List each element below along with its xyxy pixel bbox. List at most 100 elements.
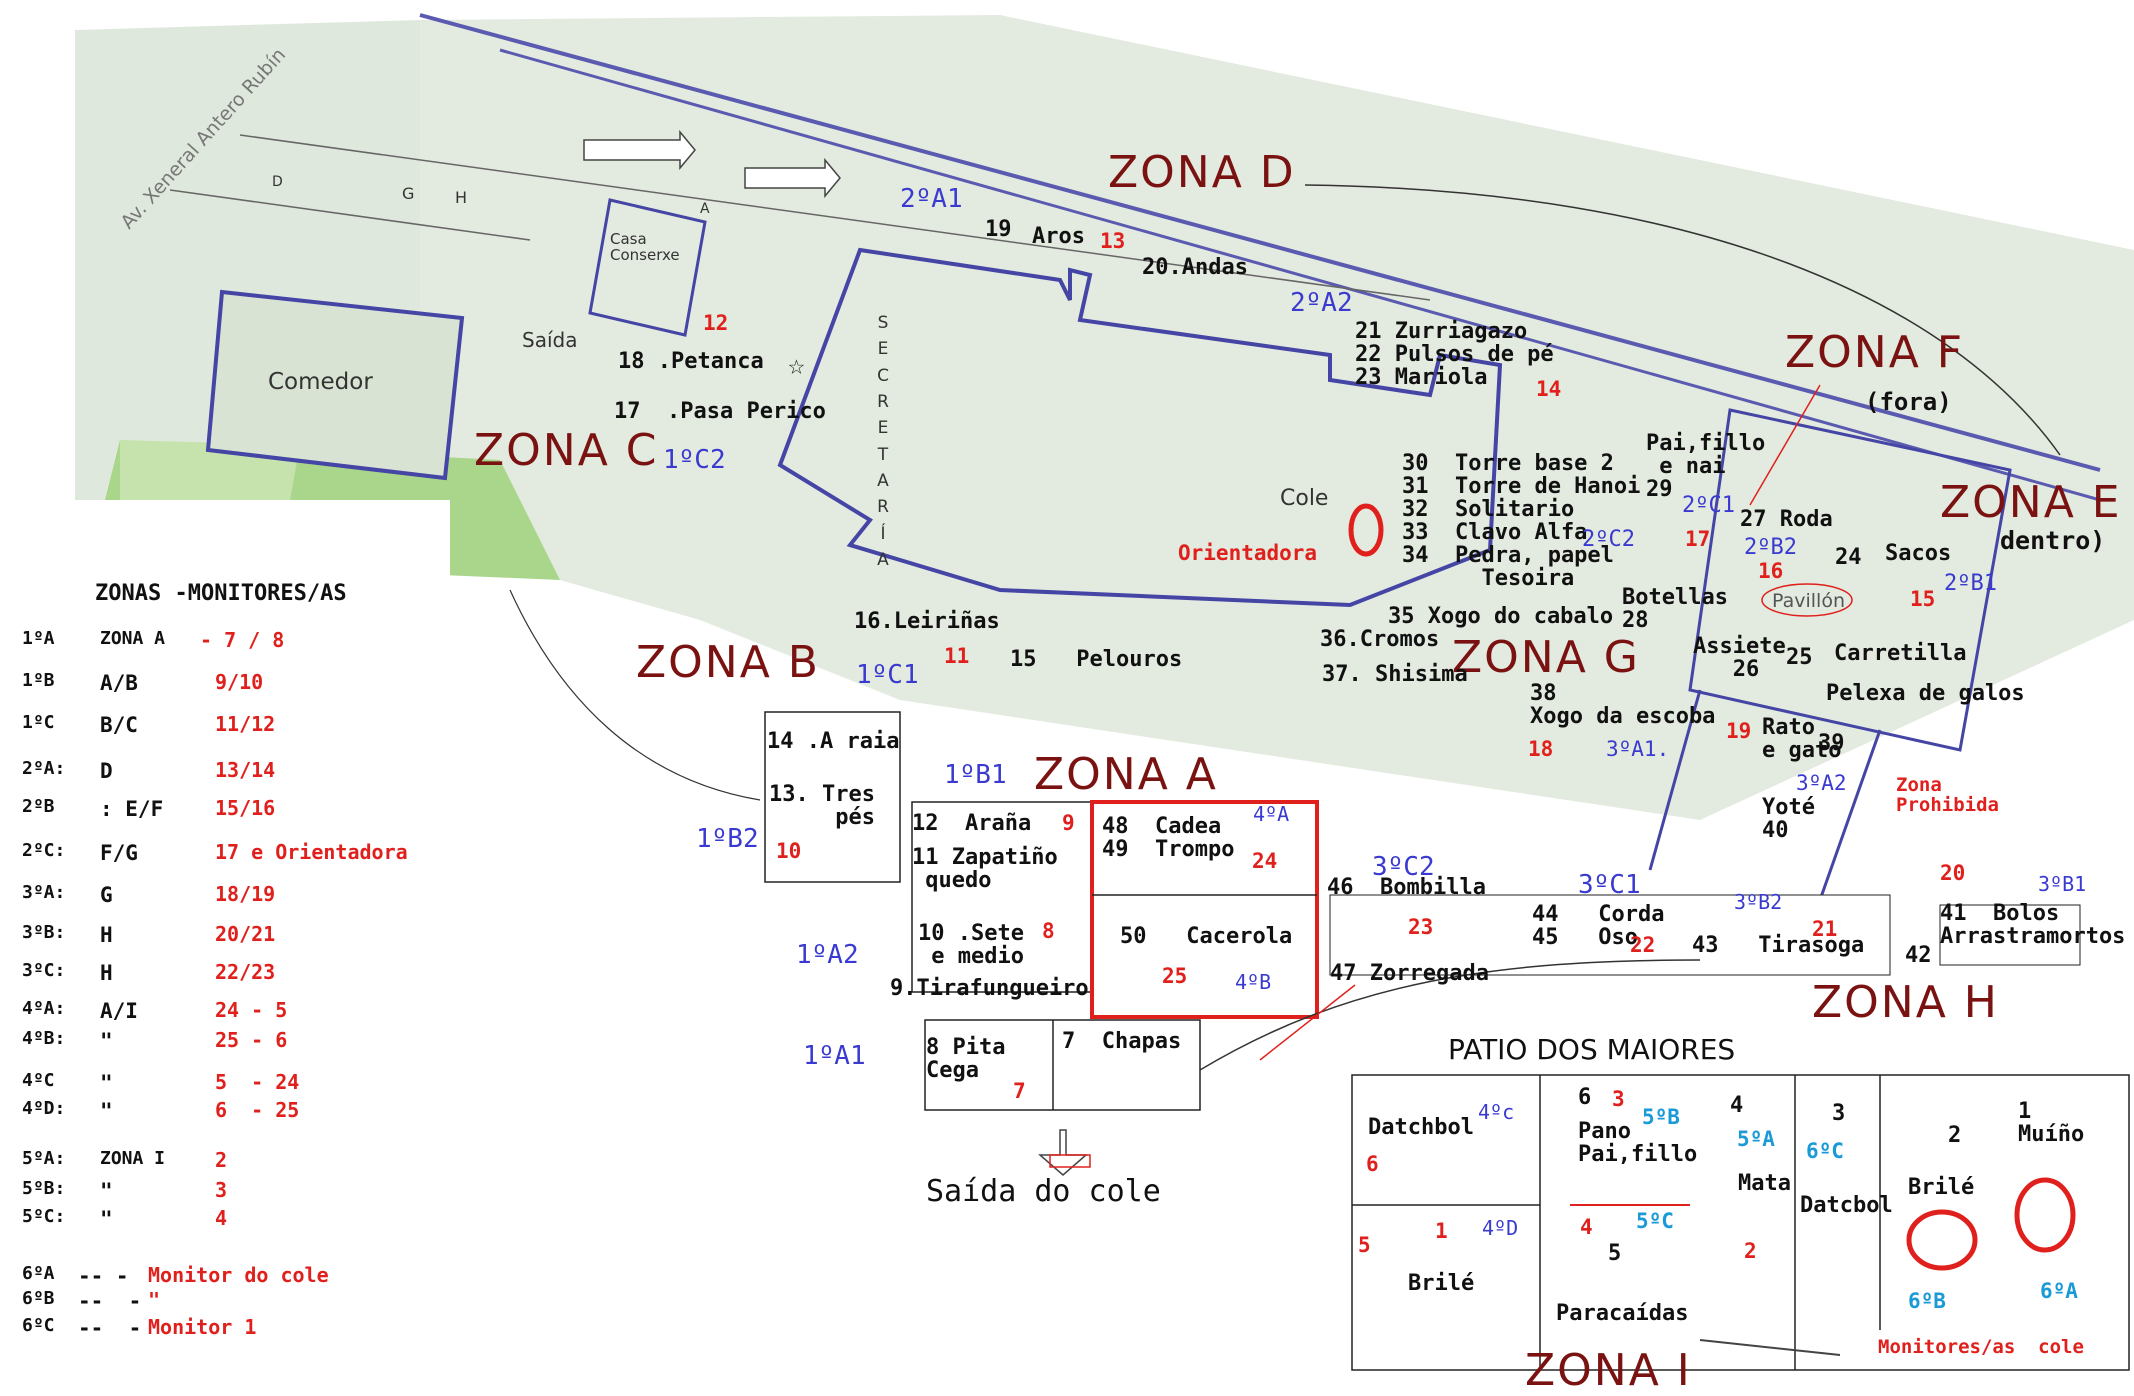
zona-prohibida-label: Zona Prohibida bbox=[1896, 774, 1999, 816]
legend-zona: " bbox=[100, 1179, 113, 1203]
legend-zona: F/G bbox=[100, 841, 138, 865]
group-3c1: 3ºC1 bbox=[1578, 870, 1641, 900]
legend-monitores: 22/23 bbox=[215, 960, 276, 984]
game-21-23-label: 21 Zurriagazo 22 Pulsos de pé 23 Mariola bbox=[1355, 319, 1554, 391]
monitor-21: 21 bbox=[1812, 917, 1838, 941]
game-48-49-label: 48 Cadea 49 Trompo bbox=[1102, 814, 1235, 863]
legend-monitores: 3 bbox=[215, 1178, 228, 1202]
legend-curso: 6ºB bbox=[22, 1288, 55, 1309]
a-mark: A bbox=[700, 201, 710, 217]
group-5b: 5ºB bbox=[1642, 1105, 1680, 1129]
legend-curso: 1ºA bbox=[22, 628, 55, 649]
game-44-45-label: 44 Corda 45 Oso bbox=[1532, 902, 1665, 951]
game-rato-label: Rato e gato bbox=[1762, 715, 1842, 764]
legend-curso: 2ºC: bbox=[22, 840, 66, 861]
legend-monitores: 2 bbox=[215, 1148, 228, 1172]
monitor-4: 4 bbox=[1580, 1215, 1593, 1239]
monitor-25: 25 bbox=[1162, 964, 1188, 988]
zona-c-label: ZONA C bbox=[474, 425, 659, 476]
group-1a2: 1ºA2 bbox=[796, 940, 859, 970]
group-6b: 6ºB bbox=[1908, 1289, 1946, 1313]
saida-label: Saída bbox=[522, 328, 578, 352]
monitores-cole-label: Monitores/as cole bbox=[1878, 1336, 2084, 1358]
game-6-number: 6 bbox=[1578, 1085, 1592, 1110]
legend-monitores: " bbox=[148, 1288, 161, 1312]
monitor-19: 19 bbox=[1726, 719, 1752, 743]
h-mark: H bbox=[455, 188, 468, 207]
legend-curso: 4ºC bbox=[22, 1070, 55, 1091]
game-datchbol-label: Datchbol bbox=[1368, 1115, 1474, 1140]
monitor-8: 8 bbox=[1042, 919, 1055, 943]
game-19-number: 19 bbox=[985, 217, 1012, 242]
monitor-12: 12 bbox=[703, 311, 729, 335]
group-2b2: 2ºB2 bbox=[1744, 535, 1797, 560]
comedor-label: Comedor bbox=[268, 369, 373, 395]
game-47-label: 47 Zorregada bbox=[1330, 961, 1489, 986]
legend-zona: " bbox=[100, 1071, 113, 1095]
monitor-16: 16 bbox=[1758, 559, 1784, 583]
legend-curso: 4ºA: bbox=[22, 998, 66, 1019]
legend-monitores: 18/19 bbox=[215, 882, 276, 906]
group-1a1: 1ºA1 bbox=[803, 1041, 866, 1071]
orientadora-label: Orientadora bbox=[1178, 541, 1318, 565]
legend-monitores: 24 - 5 bbox=[215, 998, 288, 1022]
legend-monitores: 5 - 24 bbox=[215, 1070, 300, 1094]
zona-e-note: dentro) bbox=[2000, 526, 2106, 555]
legend-zona: -- - bbox=[78, 1264, 129, 1288]
legend-curso: 5ºA: bbox=[22, 1148, 66, 1169]
zona-i-label: ZONA I bbox=[1525, 1345, 1692, 1396]
group-4c: 4ºc bbox=[1478, 1100, 1515, 1124]
game-1-label: 1 Muíño bbox=[2018, 1099, 2085, 1148]
game-yote-label: Yoté 40 bbox=[1762, 795, 1815, 844]
legend-monitores: 13/14 bbox=[215, 758, 276, 782]
legend-curso: 6ºC bbox=[22, 1315, 55, 1336]
legend-curso: 2ºA: bbox=[22, 758, 66, 779]
legend-curso: 1ºC bbox=[22, 712, 55, 733]
casa-conserxe-label: Casa Conserxe bbox=[610, 230, 680, 264]
game-26-label: Assiete 26 bbox=[1693, 634, 1786, 683]
game-14-label: 14 .A raia bbox=[767, 729, 900, 754]
group-3a2: 3ºA2 bbox=[1796, 771, 1847, 795]
group-2a2: 2ºA2 bbox=[1290, 288, 1353, 318]
zona-h-label: ZONA H bbox=[1812, 977, 1999, 1028]
legend-curso: 1ºB bbox=[22, 670, 55, 691]
game-46-label: 46 Bombilla bbox=[1327, 875, 1486, 900]
legend-zona: A/B bbox=[100, 671, 138, 695]
legend-monitores: 4 bbox=[215, 1206, 228, 1230]
secretaria-label: SECRETARÍA bbox=[877, 313, 889, 571]
cole-label: Cole bbox=[1280, 486, 1329, 511]
monitor-14: 14 bbox=[1536, 377, 1562, 401]
game-20-label: 20.Andas bbox=[1142, 255, 1248, 280]
game-datcbol-label: Datcbol bbox=[1800, 1193, 1893, 1218]
legend-header: ZONAS -MONITORES/AS bbox=[95, 581, 347, 606]
game-carretilla-label: Carretilla bbox=[1834, 641, 1967, 666]
game-paracaidas-label: Paracaídas bbox=[1556, 1301, 1689, 1326]
legend-curso: 3ºC: bbox=[22, 960, 66, 981]
monitor-10: 10 bbox=[776, 839, 802, 863]
legend-zona: " bbox=[100, 1207, 113, 1231]
monitor-24: 24 bbox=[1252, 849, 1278, 873]
legend-curso: 2ºB bbox=[22, 796, 55, 817]
game-36-label: 36.Cromos bbox=[1320, 627, 1440, 652]
legend-curso: 3ºB: bbox=[22, 922, 66, 943]
zona-e-label: ZONA E bbox=[1940, 477, 2122, 528]
patio-maiores-title: PATIO DOS MAIORES bbox=[1448, 1033, 1736, 1066]
group-4a: 4ºA bbox=[1253, 802, 1290, 826]
game-39-number: 39 bbox=[1818, 731, 1845, 756]
legend-monitores: Monitor 1 bbox=[148, 1315, 257, 1339]
monitor-23: 23 bbox=[1408, 915, 1434, 939]
game-35-label: 35 Xogo do cabalo bbox=[1388, 604, 1614, 629]
group-6c: 6ºC bbox=[1806, 1139, 1844, 1163]
legend-curso: 4ºD: bbox=[22, 1098, 66, 1119]
pavillon-label: Pavillón bbox=[1772, 590, 1845, 612]
monitor-18: 18 bbox=[1528, 737, 1554, 761]
d-mark: D bbox=[272, 174, 283, 190]
legend-zona: H bbox=[100, 961, 113, 985]
game-9-label: 9.Tirafungueiro bbox=[890, 976, 1089, 1001]
zona-g-label: ZONA G bbox=[1452, 632, 1640, 683]
group-2c2: 2ºC2 bbox=[1582, 527, 1635, 552]
game-50-label: 50 Cacerola bbox=[1120, 924, 1293, 949]
legend-monitores: - 7 / 8 bbox=[200, 628, 285, 652]
monitor-2: 2 bbox=[1744, 1239, 1757, 1263]
